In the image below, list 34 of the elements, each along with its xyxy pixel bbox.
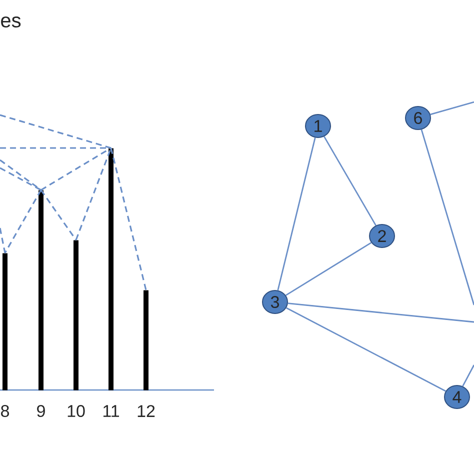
graph-node: 3 bbox=[262, 290, 288, 314]
dashed-line bbox=[0, 228, 6, 254]
graph-node: 4 bbox=[444, 385, 470, 409]
dashed-line bbox=[110, 148, 147, 290]
title-text: es bbox=[1, 16, 21, 28]
dashed-line bbox=[75, 148, 112, 240]
edge-line bbox=[430, 101, 474, 116]
graph-node: 2 bbox=[369, 224, 395, 248]
dashed-line bbox=[0, 167, 42, 191]
dashed-line bbox=[40, 147, 112, 191]
edge-line bbox=[277, 138, 316, 290]
edge-line bbox=[324, 136, 376, 226]
tick-label: 8 bbox=[1, 404, 9, 418]
bar bbox=[38, 190, 44, 390]
bar bbox=[2, 253, 8, 390]
dashed-line bbox=[0, 147, 111, 149]
edge-line bbox=[462, 364, 474, 387]
bar bbox=[108, 148, 114, 390]
dashed-line bbox=[0, 159, 42, 191]
edge-line bbox=[285, 242, 372, 296]
tick-label: 11 bbox=[103, 405, 119, 417]
dashed-line bbox=[4, 190, 42, 254]
edge-line bbox=[288, 302, 474, 323]
edge-line bbox=[286, 307, 446, 392]
dashed-line bbox=[40, 190, 77, 240]
tick-label: 12 bbox=[138, 405, 155, 417]
graph-node: 1 bbox=[305, 114, 331, 138]
edge-line bbox=[420, 129, 474, 306]
bar bbox=[74, 240, 78, 390]
bar bbox=[144, 290, 148, 390]
dashed-line bbox=[0, 114, 112, 149]
tick-label: 9 bbox=[37, 404, 45, 418]
tick-label: 10 bbox=[68, 404, 85, 418]
graph-node: 6 bbox=[405, 106, 431, 130]
